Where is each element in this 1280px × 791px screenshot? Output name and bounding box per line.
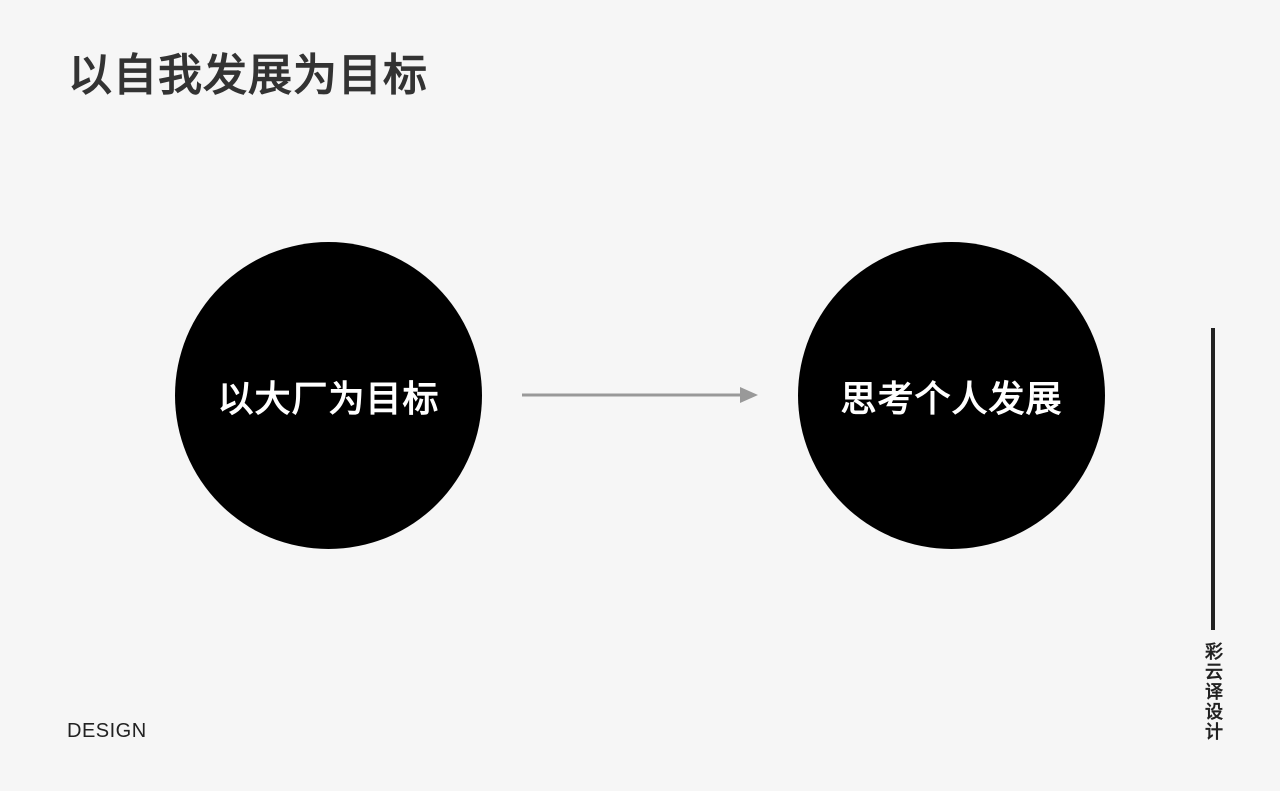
side-divider [1211,328,1215,630]
flow-arrow-icon [522,387,758,403]
from-node-circle: 以大厂为目标 [175,242,482,549]
to-node-label: 思考个人发展 [840,378,1063,420]
page-title: 以自我发展为目标 [68,50,428,101]
from-node-label: 以大厂为目标 [217,378,440,420]
to-node-circle: 思考个人发展 [798,242,1105,549]
design-footer-label: DESIGN [67,720,147,742]
brand-side-label: 彩云译设计 [1202,642,1223,742]
